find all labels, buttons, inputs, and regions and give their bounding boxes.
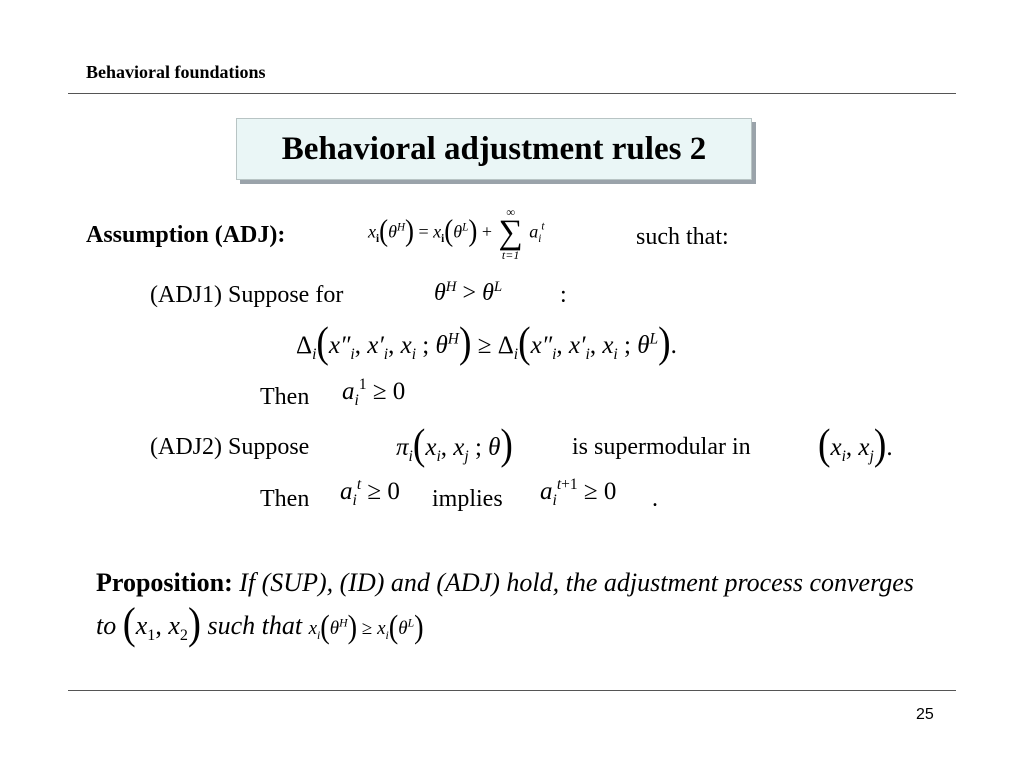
proposition-text-2: such that: [207, 611, 303, 640]
adj1-then: Then: [260, 384, 310, 410]
proposition-block: Proposition: If (SUP), (ID) and (ADJ) ho…: [96, 562, 926, 649]
header-divider: [68, 93, 956, 94]
section-header: Behavioral foundations: [86, 62, 266, 82]
adj1-label: (ADJ1) Suppose for: [150, 282, 344, 308]
adj1-colon: :: [560, 282, 567, 308]
adj2-end: .: [652, 486, 658, 512]
adj2-payoff: πi(xi, xj ; θ): [396, 421, 513, 470]
assumption-formula: xi(θH) = xi(θL) + ∞∑t=1 ait: [368, 205, 545, 262]
proposition-formula: xi(θH) ≥ xi(θL): [308, 609, 424, 646]
adj1-result: ai1 ≥ 0: [342, 376, 406, 409]
adj2-mid: is supermodular in: [572, 434, 751, 460]
adj1-inequality: Δi(x″i, x′i, xi ; θH) ≥ Δi(x″i, x′i, xi …: [296, 319, 677, 368]
adj2-premise: ait ≥ 0: [340, 476, 400, 509]
slide-title: Behavioral adjustment rules 2: [281, 130, 707, 167]
assumption-label: Assumption (ADJ):: [86, 222, 285, 249]
proposition-text-1: If (SUP), (ID) and (ADJ) hold, the adjus…: [96, 568, 914, 640]
adj2-implies: implies: [432, 486, 503, 512]
adj2-then: Then: [260, 486, 310, 512]
adj2-label: (ADJ2) Suppose: [150, 434, 310, 460]
proposition-label: Proposition:: [96, 568, 233, 597]
proposition-pair: (x1, x2): [122, 598, 201, 649]
adj2-conclusion: ait+1 ≥ 0: [540, 476, 617, 509]
adj2-pair: (xi, xj).: [818, 421, 893, 470]
assumption-suffix: such that:: [636, 224, 729, 250]
footer-divider: [68, 690, 956, 691]
assumption-bold: Assumption: [86, 222, 209, 248]
slide-title-box: Behavioral adjustment rules 2: [236, 118, 752, 180]
page-number: 25: [916, 706, 934, 723]
assumption-tag: (ADJ):: [214, 222, 286, 248]
adj1-condition: θH > θL: [434, 279, 503, 306]
